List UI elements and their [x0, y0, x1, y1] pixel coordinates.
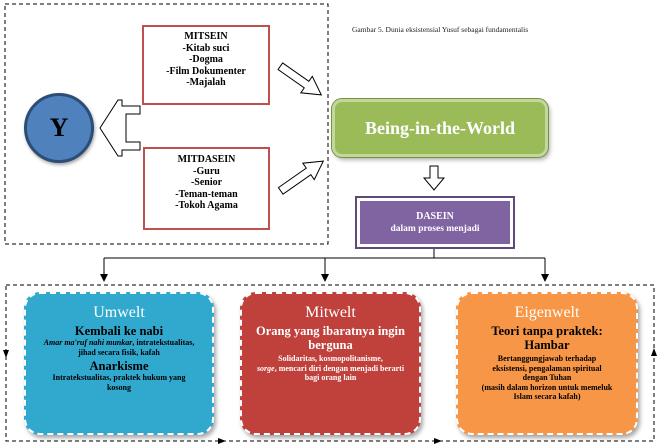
- umwelt-heading-1: Kembali ke nabi: [74, 324, 164, 338]
- umwelt-line-1: Amar ma'ruf nahi munkar, intratekstualit…: [26, 338, 212, 357]
- eigenwelt-line-2: (masih dalam horizon untuk memeluk Islam…: [481, 382, 613, 402]
- umwelt-heading-2: Anarkisme: [89, 359, 149, 373]
- being-to-dasein-arrow: [422, 165, 446, 191]
- y-node: Y: [24, 93, 94, 163]
- mitsein-title: MITSEIN: [184, 31, 228, 42]
- cycle-arrow-left: [3, 350, 9, 358]
- figure-caption: Gambar 5. Dunia eksistensial Yusuf sebag…: [352, 25, 529, 34]
- mitwelt-title: Mitwelt: [305, 304, 356, 321]
- social-context-frame: [4, 3, 329, 245]
- worlds-frame: [5, 284, 655, 442]
- mitsein-box: MITSEIN -Kitab suci -Dogma -Film Dokumen…: [142, 25, 270, 105]
- mitwelt-line-2: sorge, mencari diri dengan menjadi berar…: [242, 364, 419, 383]
- umwelt-box: Umwelt Kembali ke nabi Amar ma'ruf nahi …: [24, 292, 214, 435]
- mitsein-item: -Film Dokumenter: [166, 65, 246, 77]
- umwelt-line-2: Intratekstualitas, praktek hukum yang ko…: [52, 373, 186, 392]
- mitdasein-to-being-arrow: [277, 160, 325, 195]
- mitsein-item: -Majalah: [186, 77, 226, 88]
- mitsein-item: -Dogma: [189, 54, 223, 65]
- cycle-arrow-bottom-left: [218, 438, 226, 444]
- mitdasein-item: -Teman-teman: [175, 188, 238, 200]
- eigenwelt-box: Eigenwelt Teori tanpa praktek: Hambar Be…: [456, 292, 638, 435]
- y-branch-arrow: [99, 99, 141, 157]
- umwelt-title: Umwelt: [93, 304, 145, 321]
- mitdasein-title: MITDASEIN: [177, 154, 236, 165]
- mitsein-to-being-arrow: [277, 62, 323, 96]
- cycle-arrow-bottom-right: [434, 438, 442, 444]
- umwelt-line-1-rest: , intratekstualitas, jihad secara fisik,…: [78, 338, 195, 357]
- mitwelt-heading-1: Orang yang ibaratnya ingin berguna: [256, 324, 405, 352]
- mitdasein-item: -Guru: [193, 165, 220, 177]
- mitdasein-item: -Tokoh Agama: [175, 200, 238, 211]
- mitwelt-box: Mitwelt Orang yang ibaratnya ingin bergu…: [240, 292, 421, 435]
- eigenwelt-title: Eigenwelt: [514, 304, 580, 321]
- mitwelt-line-2-rest: , mencari diri dengan menjadi berarti ba…: [274, 363, 405, 383]
- mitdasein-item: -Senior: [190, 177, 223, 188]
- dasein-box: DASEIN dalam proses menjadi: [355, 196, 515, 249]
- dasein-subtitle: dalam proses menjadi: [390, 224, 480, 234]
- eigenwelt-heading-1: Teori tanpa praktek: Hambar: [491, 324, 603, 352]
- mitwelt-line-2-italic: sorge: [256, 363, 275, 373]
- cycle-arrow-right: [651, 348, 657, 356]
- being-in-the-world-box: Being-in-the-World: [331, 98, 549, 158]
- mitdasein-box: MITDASEIN -Guru -Senior -Teman-teman -To…: [143, 147, 270, 230]
- umwelt-line-1-italic: Amar ma'ruf nahi munkar: [43, 338, 133, 347]
- mitsein-item: -Kitab suci: [182, 42, 230, 54]
- dasein-title: DASEIN: [416, 211, 454, 222]
- mitwelt-line-1: Solidaritas, kosmopolitanisme,: [278, 354, 383, 363]
- eigenwelt-line-1: Bertanggungjawab terhadap eksistensi, pe…: [492, 354, 602, 382]
